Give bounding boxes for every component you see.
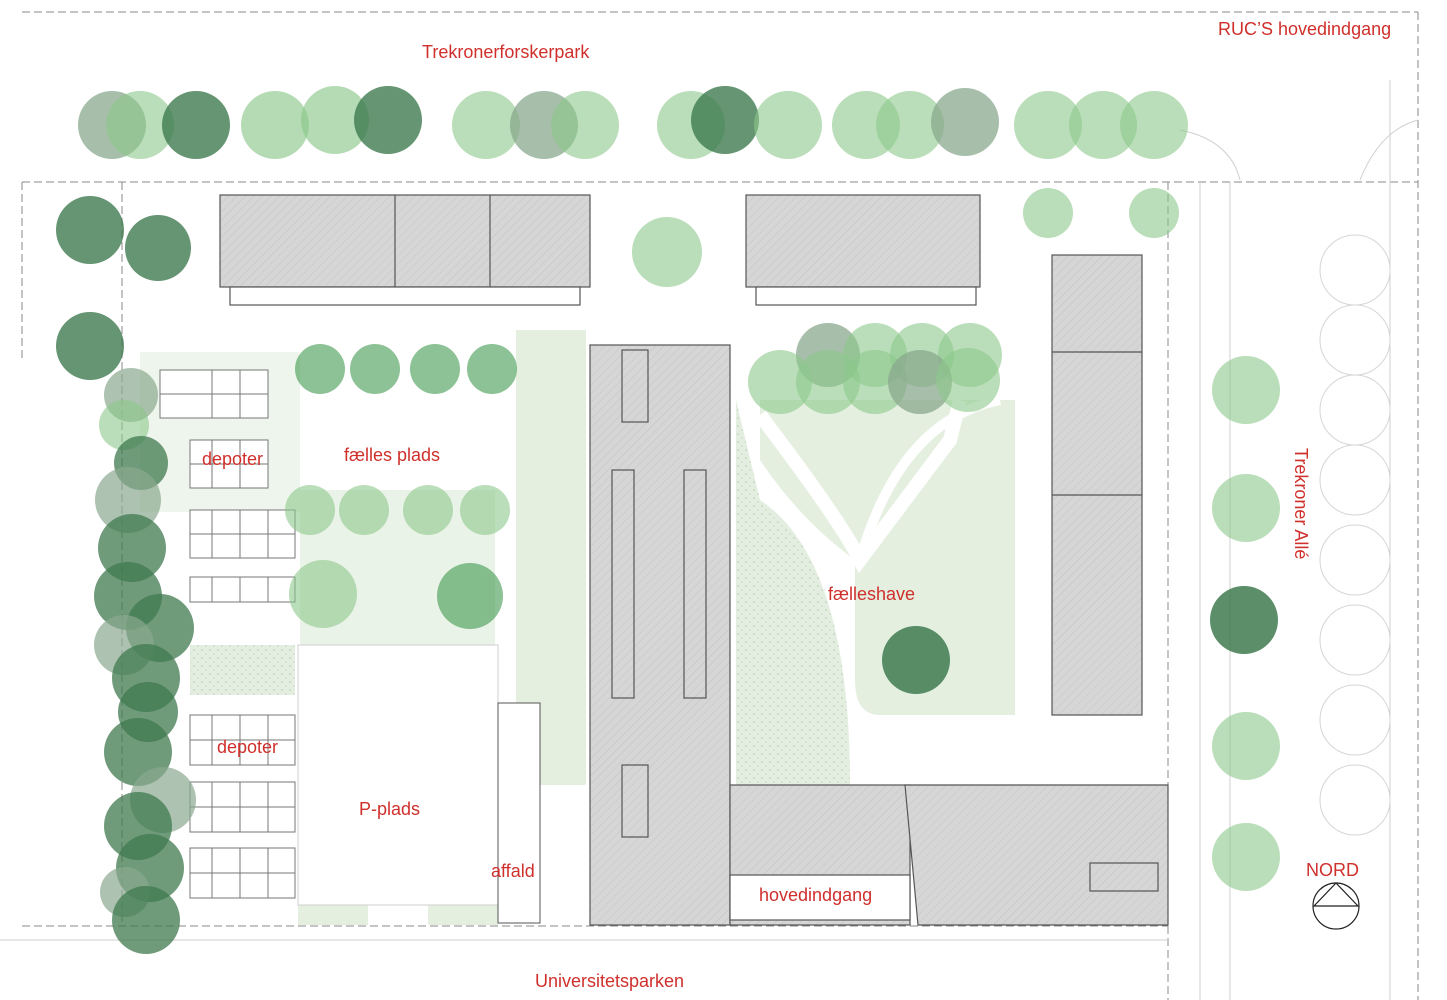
- label-nord: NORD: [1306, 860, 1359, 880]
- depot-grid: [159, 369, 296, 899]
- label-ruc-hovedindgang: RUC’S hovedindgang: [1218, 19, 1392, 39]
- label-depoter-top: depoter: [202, 449, 264, 469]
- label-affald: affald: [491, 861, 535, 881]
- label-hovedindgang: hovedindgang: [759, 885, 873, 905]
- existing-trees-outline: [1319, 234, 1391, 836]
- trees: [56, 86, 1280, 954]
- label-trekroner-alle: Trekroner Allé: [1291, 448, 1311, 560]
- label-faelles-plads: fælles plads: [344, 445, 441, 465]
- buildings: [219, 194, 1169, 926]
- north-arrow-icon: [1312, 882, 1360, 930]
- waste-building: [497, 702, 541, 924]
- label-p-plads: P-plads: [359, 799, 421, 819]
- label-faelleshave: fælleshave: [828, 584, 916, 604]
- parking-area: [297, 644, 499, 906]
- label-universitetsparken: Universitetsparken: [535, 971, 685, 991]
- label-trekronerforskerpark: Trekronerforskerpark: [422, 42, 590, 62]
- label-depoter-bottom: depoter: [217, 737, 279, 757]
